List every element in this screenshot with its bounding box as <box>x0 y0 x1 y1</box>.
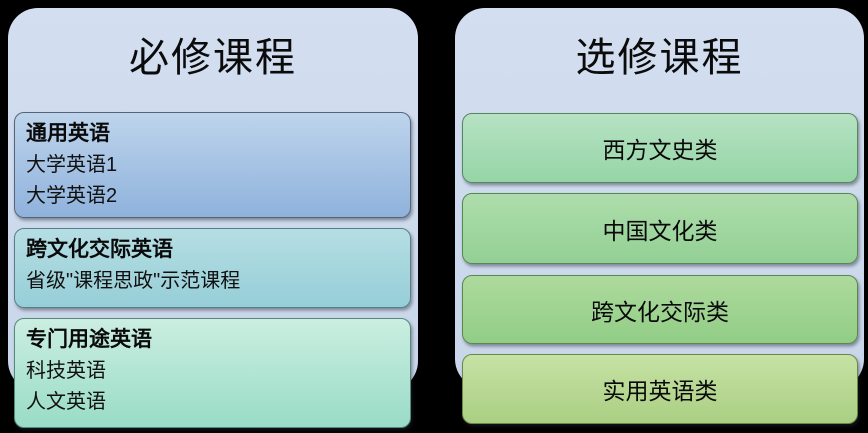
required-courses-panel: 必修课程 通用英语 大学英语1 大学英语2 跨文化交际英语 省级"课程思政"示范… <box>8 8 418 428</box>
elective-category-intercultural-communication: 跨文化交际类 <box>462 275 858 344</box>
course-item: 人文英语 <box>26 391 106 413</box>
course-group-specific-purpose-english: 专门用途英语 科技英语 人文英语 <box>14 318 411 428</box>
course-item: 大学英语2 <box>26 185 118 207</box>
course-group-intercultural-english: 跨文化交际英语 省级"课程思政"示范课程 <box>14 228 411 308</box>
elective-courses-panel: 选修课程 西方文史类 中国文化类 跨文化交际类 实用英语类 <box>455 8 864 424</box>
course-item: 科技英语 <box>26 360 106 382</box>
course-item: 大学英语1 <box>26 154 118 176</box>
elective-category-western-history: 西方文史类 <box>462 113 858 183</box>
course-group-general-english: 通用英语 大学英语1 大学英语2 <box>14 112 411 218</box>
course-item: 省级"课程思政"示范课程 <box>26 270 241 292</box>
required-courses-title: 必修课程 <box>129 36 297 80</box>
elective-category-chinese-culture: 中国文化类 <box>462 193 858 264</box>
elective-courses-title: 选修课程 <box>575 36 744 80</box>
course-group-header: 专门用途英语 <box>26 328 152 351</box>
elective-category-practical-english: 实用英语类 <box>462 354 858 424</box>
course-group-header: 通用英语 <box>26 122 110 145</box>
course-group-header: 跨文化交际英语 <box>26 238 173 261</box>
